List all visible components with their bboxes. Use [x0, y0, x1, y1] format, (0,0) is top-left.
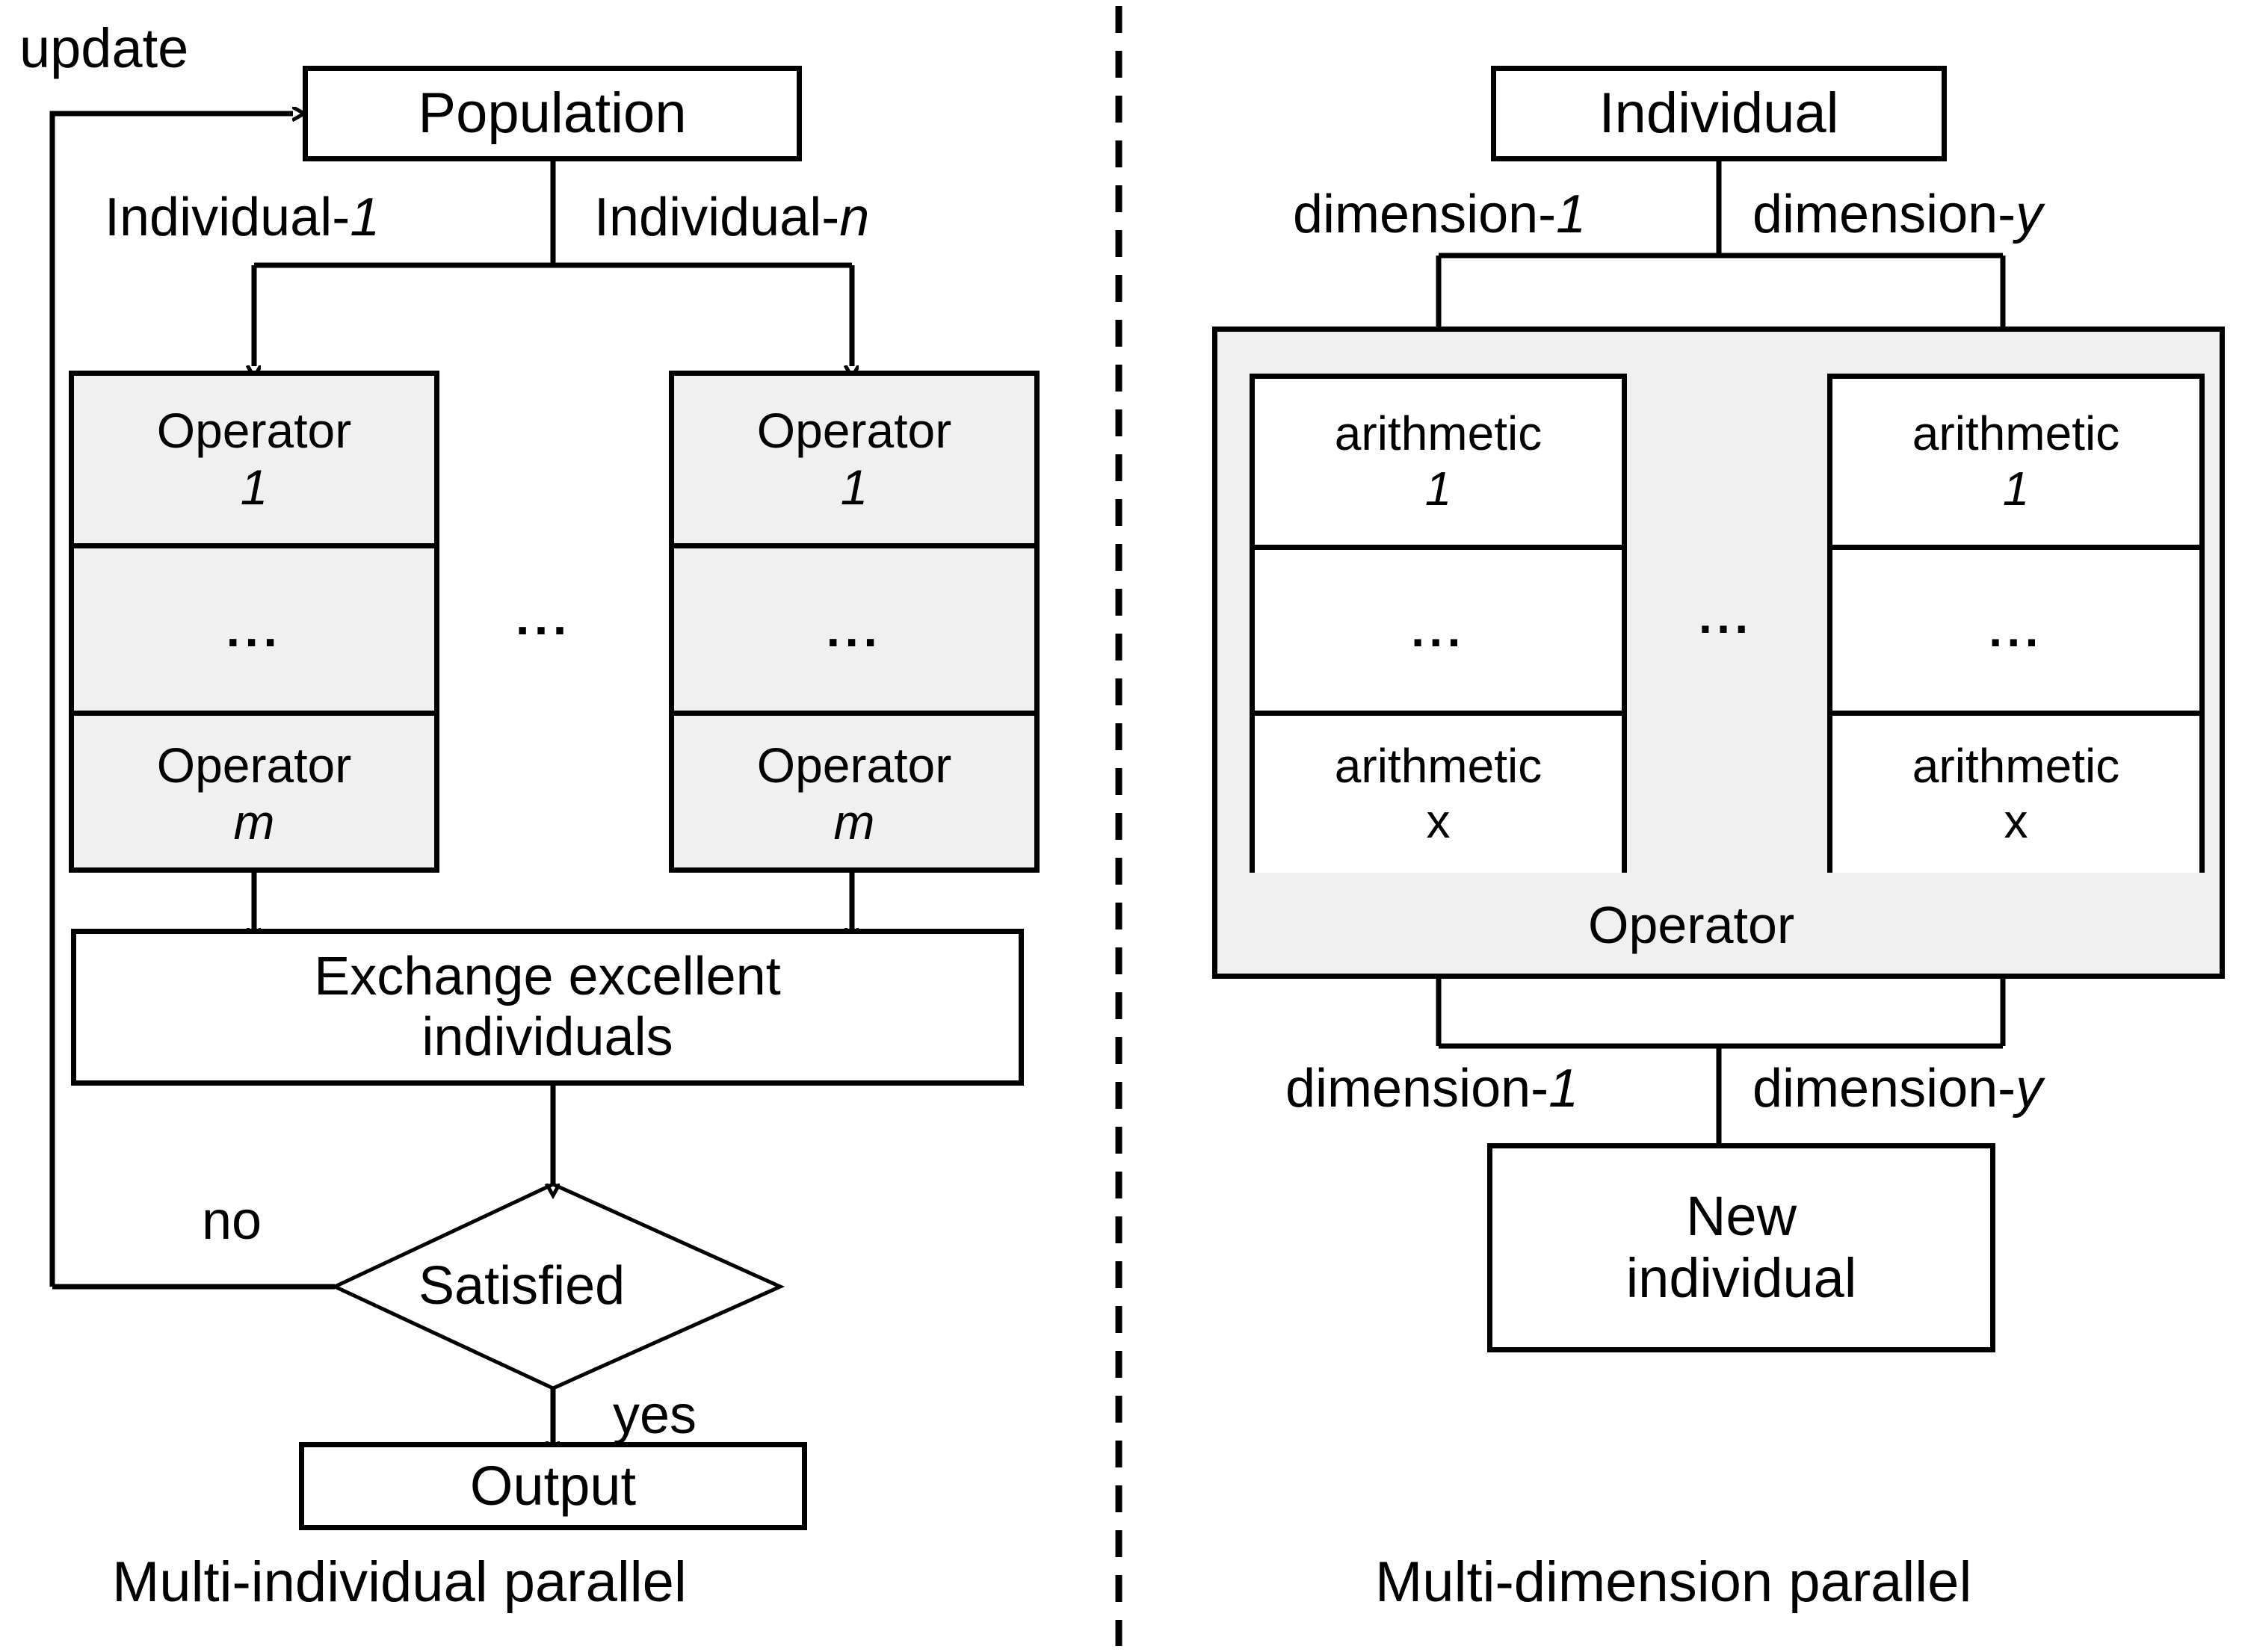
arithmetic-columns-ellipsis: ... [1699, 590, 1753, 643]
individual-box-label: Individual [1599, 81, 1839, 146]
operator-cell-1-label: Operator [156, 403, 352, 459]
new-individual-box: New individual [1487, 1143, 1995, 1352]
arithmetic-cell-x-label: arithmetic [1334, 739, 1542, 793]
arithmetic-cell-x-index: x [1426, 794, 1451, 848]
arithmetic-cell-1-index: 1 [2002, 462, 2030, 516]
left-panel-caption: Multi-individual parallel [112, 1550, 687, 1614]
operator-cell-m-label: Operator [756, 737, 952, 793]
branch-label-dimension-y-text: dimension- [1752, 185, 2016, 244]
decision-yes-label: yes [613, 1385, 697, 1445]
operator-cell-m-index: m [833, 794, 875, 850]
new-individual-line1: New [1685, 1185, 1797, 1248]
branch-label-dimension-y-index: y [2016, 185, 2043, 244]
branch-label-dimension-1-text: dimension- [1293, 185, 1557, 244]
operator-cell-ellipsis: ... [674, 543, 1034, 711]
arithmetic-cell-1: arithmetic 1 [1255, 379, 1622, 545]
branch-label-dimension-y: dimension-y [1752, 185, 2042, 244]
branch-label-individual-1: Individual-1 [105, 188, 380, 247]
merge-label-dimension-1-text: dimension- [1285, 1059, 1549, 1119]
operator-cell-1-index: 1 [840, 460, 868, 515]
operator-group-label: Operator [1588, 896, 1795, 954]
branch-label-individual-n-index: n [839, 188, 870, 247]
arithmetic-cell-ellipsis-label: ... [1989, 602, 2043, 657]
new-individual-line2: individual [1625, 1247, 1857, 1309]
output-box-label: Output [469, 1454, 637, 1517]
exchange-excellent-individuals-box: Exchange excellent individuals [71, 929, 1024, 1086]
right-panel-caption: Multi-dimension parallel [1375, 1550, 1972, 1614]
arithmetic-cell-ellipsis: ... [1255, 545, 1622, 711]
operator-cell-ellipsis: ... [74, 543, 434, 711]
operator-cell-1-label: Operator [756, 403, 952, 459]
branch-label-individual-1-text: Individual- [105, 188, 350, 247]
branch-label-individual-n: Individual-n [594, 188, 869, 247]
operator-cell-ellipsis-label: ... [826, 601, 883, 657]
output-box: Output [299, 1442, 807, 1530]
arithmetic-cell-x: arithmetic x [1255, 711, 1622, 873]
arithmetic-stack-left: arithmetic 1 ... arithmetic x [1250, 374, 1627, 873]
arithmetic-cell-ellipsis-label: ... [1411, 602, 1466, 657]
population-box-label: Population [418, 81, 687, 146]
arithmetic-cell-1-label: arithmetic [1334, 406, 1542, 461]
operator-cell-1: Operator 1 [74, 376, 434, 543]
arithmetic-cell-1: arithmetic 1 [1832, 379, 2199, 545]
population-box: Population [303, 66, 802, 161]
individual-box: Individual [1491, 66, 1947, 161]
arithmetic-cell-1-index: 1 [1424, 462, 1452, 516]
operator-cell-m-label: Operator [156, 737, 352, 793]
branch-label-individual-n-text: Individual- [594, 188, 840, 247]
operator-cell-m-index: m [233, 794, 275, 850]
branch-label-individual-1-index: 1 [350, 188, 380, 247]
operator-stack-left: Operator 1 ... Operator m [69, 371, 439, 873]
arithmetic-cell-ellipsis: ... [1832, 545, 2199, 711]
arithmetic-cell-1-label: arithmetic [1912, 406, 2120, 461]
merge-label-dimension-y-index: y [2016, 1059, 2043, 1119]
branch-label-dimension-1-index: 1 [1556, 185, 1587, 244]
operator-columns-ellipsis: ... [516, 590, 572, 645]
merge-label-dimension-1-index: 1 [1548, 1059, 1579, 1119]
merge-label-dimension-y-text: dimension- [1752, 1059, 2016, 1119]
operator-stack-right: Operator 1 ... Operator m [669, 371, 1040, 873]
arithmetic-stack-right: arithmetic 1 ... arithmetic x [1827, 374, 2205, 873]
exchange-box-line2: individuals [421, 1007, 673, 1067]
operator-cell-ellipsis-label: ... [226, 601, 282, 657]
arithmetic-cell-x-index: x [2004, 794, 2028, 848]
arithmetic-cell-x: arithmetic x [1832, 711, 2199, 873]
arithmetic-cell-x-label: arithmetic [1912, 739, 2120, 793]
operator-cell-m: Operator m [674, 711, 1034, 873]
operator-cell-1-index: 1 [240, 460, 268, 515]
decision-no-label: no [202, 1191, 262, 1251]
merge-label-dimension-1: dimension-1 [1285, 1059, 1578, 1119]
decision-label-satisfied: Satisfied [419, 1256, 626, 1316]
branch-label-dimension-1: dimension-1 [1293, 185, 1586, 244]
operator-cell-1: Operator 1 [674, 376, 1034, 543]
merge-label-dimension-y: dimension-y [1752, 1059, 2042, 1119]
update-label: update [19, 17, 189, 79]
exchange-box-line1: Exchange excellent [314, 947, 781, 1007]
operator-cell-m: Operator m [74, 711, 434, 873]
